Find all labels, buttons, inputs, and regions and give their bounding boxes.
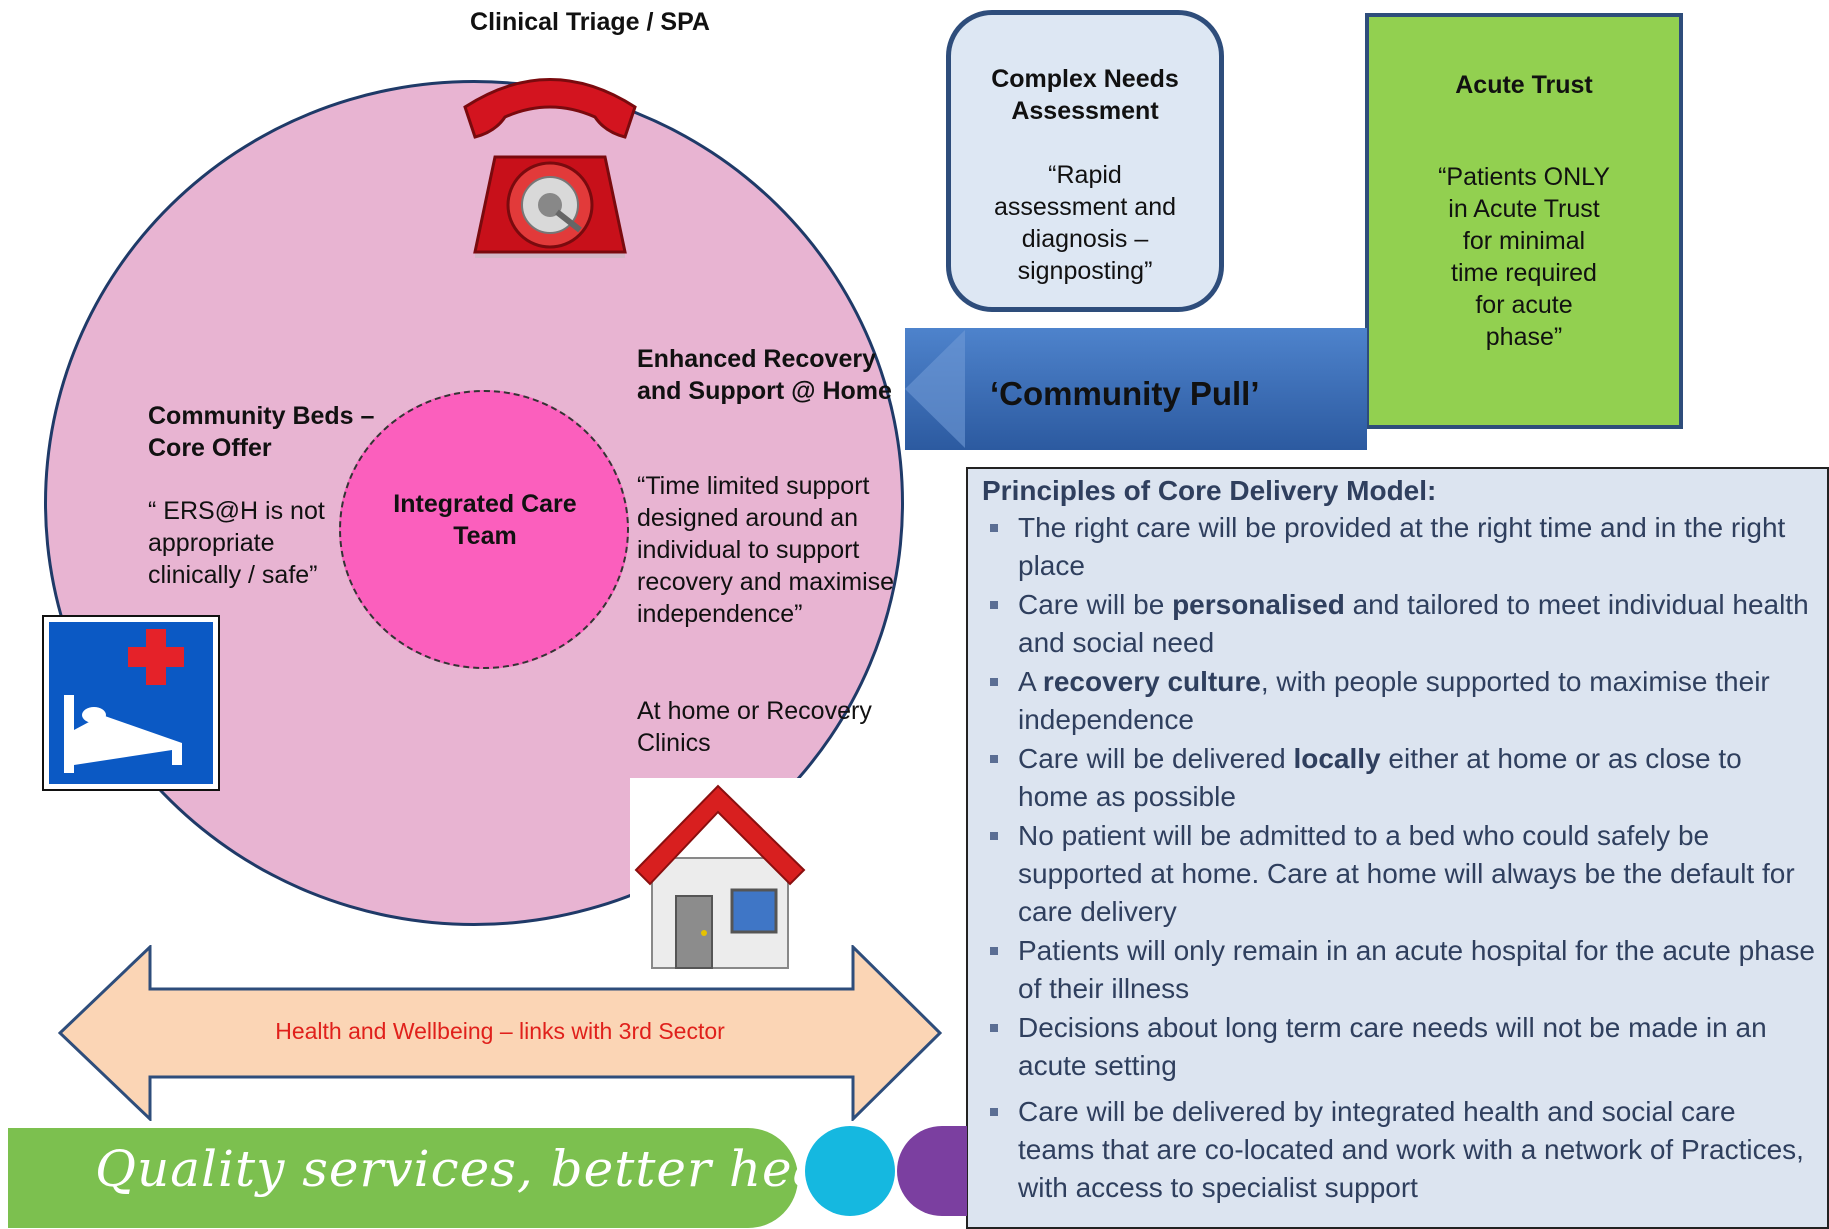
house-icon (630, 778, 810, 974)
health-wellbeing-label: Health and Wellbeing – links with 3rd Se… (275, 1018, 725, 1044)
integrated-care-circle (339, 390, 629, 669)
community-pull-arrow (905, 328, 1367, 450)
principle-item: Care will be delivered by integrated hea… (982, 1093, 1817, 1207)
slogan-text: Quality services, better health (95, 1140, 895, 1198)
telephone-icon (463, 78, 637, 258)
principle-item: Patients will only remain in an acute ho… (982, 932, 1817, 1008)
principle-item: Decisions about long term care needs wil… (982, 1009, 1817, 1085)
principles-heading: Principles of Core Delivery Model: (982, 475, 1437, 506)
purple-dot (897, 1126, 967, 1216)
ers-title: Enhanced Recovery and Support @ Home (637, 345, 892, 405)
complex-needs-quote: “Rapid assessment and diagnosis – signpo… (993, 161, 1177, 285)
cyan-dot (805, 1126, 895, 1216)
ers-location: At home or Recovery Clinics (637, 697, 872, 757)
integrated-care-title: Integrated Care Team (393, 490, 577, 550)
principle-item: Care will be delivered locally either at… (982, 740, 1817, 816)
community-beds-quote: “ ERS@H is not appropriate clinically / … (148, 497, 325, 589)
acute-trust-quote: “Patients ONLY in Acute Trust for minima… (1438, 163, 1610, 351)
clinical-triage-title: Clinical Triage / SPA (470, 8, 710, 36)
principle-item: No patient will be admitted to a bed who… (982, 817, 1817, 931)
principle-item: Care will be personalised and tailored t… (982, 586, 1817, 662)
principle-item: A recovery culture, with people supporte… (982, 663, 1817, 739)
complex-needs-title: Complex Needs Assessment (991, 65, 1179, 125)
ers-quote: “Time limited support designed around an… (637, 472, 895, 628)
complex-needs-box: Complex Needs Assessment “Rapid assessme… (946, 10, 1224, 312)
slogan-bar (8, 1128, 798, 1228)
hospital-bed-icon (42, 615, 220, 791)
acute-trust-box: Acute Trust “Patients ONLY in Acute Trus… (1365, 13, 1683, 429)
double-arrow (58, 945, 942, 1121)
principle-item: The right care will be provided at the r… (982, 509, 1817, 585)
principles-list: The right care will be provided at the r… (982, 509, 1817, 1207)
community-beds-title: Community Beds – Core Offer (148, 402, 375, 462)
community-pull-label: ‘Community Pull’ (990, 375, 1260, 412)
acute-trust-title: Acute Trust (1455, 71, 1593, 99)
principles-panel: Principles of Core Delivery Model: The r… (966, 467, 1829, 1229)
